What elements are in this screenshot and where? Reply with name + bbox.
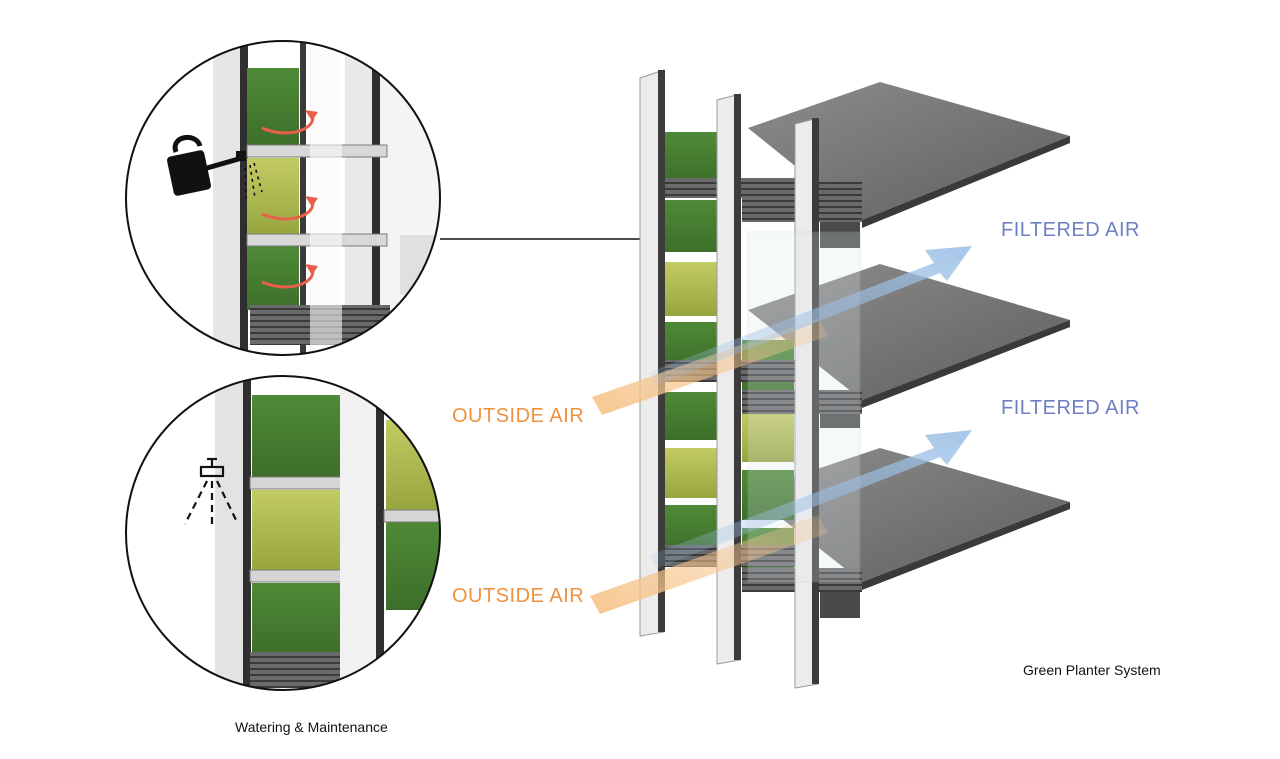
sprinkler-icon xyxy=(184,457,239,525)
outside-air-label-upper: OUTSIDE AIR xyxy=(452,405,585,427)
airflow-arrow-filtered xyxy=(650,430,972,569)
airflow-arrow-filtered xyxy=(650,246,972,386)
airflow-arrow-outside xyxy=(592,318,828,415)
vertical-fins xyxy=(639,69,819,689)
watering-can-icon xyxy=(167,135,263,201)
planter-assembly xyxy=(639,69,1070,689)
caption-watering-maintenance: Watering & Maintenance xyxy=(235,719,388,735)
detail-circle-watering xyxy=(125,40,441,356)
filtered-air-label-upper: FILTERED AIR xyxy=(1001,219,1140,241)
detail-circle-maintenance xyxy=(125,375,441,691)
caption-green-planter-system: Green Planter System xyxy=(1023,662,1161,678)
outside-air-label-lower: OUTSIDE AIR xyxy=(452,585,585,607)
filtered-air-label-lower: FILTERED AIR xyxy=(1001,397,1140,419)
floor-slab xyxy=(748,448,1070,618)
airflow-arrow-outside xyxy=(590,515,828,614)
